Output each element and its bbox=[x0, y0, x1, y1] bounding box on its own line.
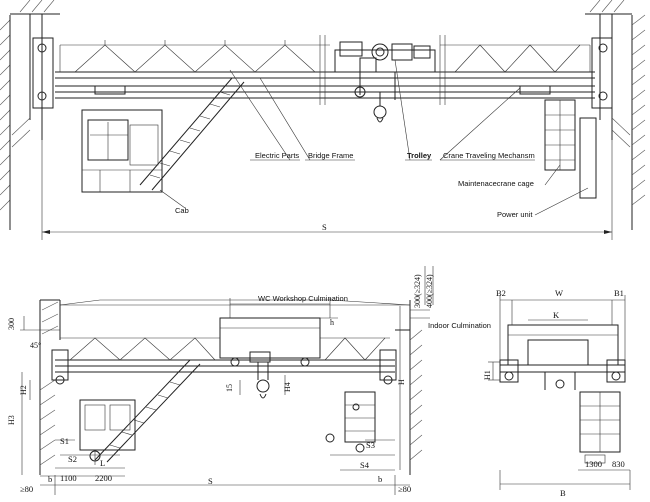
dim-h1-side: H1 bbox=[483, 370, 492, 380]
dim-h2: H2 bbox=[19, 385, 28, 395]
left-end-carriage bbox=[32, 37, 54, 109]
cab bbox=[81, 109, 163, 193]
span-dimension bbox=[41, 140, 613, 240]
leader-lines bbox=[159, 59, 589, 216]
side-trolley-box bbox=[507, 324, 619, 366]
dim-l: L bbox=[100, 458, 105, 468]
dim-h-small: h bbox=[330, 318, 334, 327]
left-wall-hatch bbox=[0, 0, 60, 230]
front-cab bbox=[79, 399, 136, 465]
dim-s4: S4 bbox=[360, 460, 370, 470]
label-indoor-culmination: Indoor Culmination bbox=[428, 321, 491, 330]
right-wheel-top bbox=[598, 43, 608, 53]
trolley-body bbox=[334, 41, 436, 123]
dim-s2: S2 bbox=[68, 454, 77, 464]
dim-80-left: ≥80 bbox=[20, 484, 33, 494]
front-view: WC Workshop Culmination Indoor Culminati… bbox=[7, 266, 491, 495]
front-right-wall bbox=[395, 300, 423, 475]
dim-15: 15 bbox=[225, 384, 234, 392]
dim-h: H bbox=[397, 379, 406, 385]
left-wheel-top bbox=[37, 43, 47, 53]
dim-830: 830 bbox=[612, 459, 625, 469]
dim-b: b bbox=[48, 474, 52, 484]
side-view: B2 W B1 K H1 1300 830 B bbox=[483, 288, 631, 498]
label-cage: Maintenacecrane cage bbox=[458, 179, 534, 188]
dim-b1: B1 bbox=[614, 288, 624, 298]
dim-side-b: B bbox=[560, 488, 566, 498]
right-wall-hatch bbox=[585, 0, 646, 230]
stair bbox=[139, 77, 245, 191]
label-wc-culmination: WC Workshop Culmination bbox=[258, 294, 348, 303]
dim-h4: H4 bbox=[283, 382, 292, 392]
label-crane-traveling: Crane Traveling Mechansm bbox=[443, 151, 535, 160]
dim-span: S bbox=[208, 476, 213, 486]
right-wheel-bottom bbox=[598, 91, 608, 101]
dim-k: K bbox=[553, 310, 560, 320]
front-dimensions bbox=[20, 266, 434, 495]
dim-v-300: 300(≥324) bbox=[413, 274, 422, 308]
label-cab: Cab bbox=[175, 206, 189, 215]
label-trolley: Trolley bbox=[407, 151, 432, 160]
dim-s1: S1 bbox=[60, 436, 69, 446]
front-girder bbox=[51, 337, 397, 385]
dim-80-right: ≥80 bbox=[398, 484, 411, 494]
front-cage bbox=[325, 391, 376, 453]
bridge-girder bbox=[55, 35, 595, 105]
dim-45: 45° bbox=[30, 341, 41, 350]
side-dimensions bbox=[488, 295, 631, 490]
span-label-top: S bbox=[322, 222, 327, 232]
left-wheel-bottom bbox=[37, 91, 47, 101]
dim-s3: S3 bbox=[366, 440, 375, 450]
maintenance-cage bbox=[544, 99, 597, 199]
dim-300: 300 bbox=[7, 318, 16, 330]
front-left-wall bbox=[39, 299, 61, 475]
dim-v-400: 400(≥324) bbox=[425, 274, 434, 308]
top-view: Electric Parts Bridge Frame Trolley Cran… bbox=[0, 0, 646, 240]
dim-h3: H3 bbox=[7, 415, 16, 425]
right-end-carriage bbox=[591, 37, 613, 109]
label-bridge-frame: Bridge Frame bbox=[308, 151, 353, 160]
dim-1300: 1300 bbox=[585, 459, 602, 469]
front-stair bbox=[94, 359, 201, 463]
dim-b2: B2 bbox=[496, 288, 506, 298]
front-trolley bbox=[219, 317, 321, 399]
dim-2200: 2200 bbox=[95, 473, 112, 483]
label-power-unit: Power unit bbox=[497, 210, 533, 219]
dim-b-right: b bbox=[378, 474, 382, 484]
label-electric-parts: Electric Parts bbox=[255, 151, 299, 160]
dim-1100: 1100 bbox=[60, 473, 77, 483]
dim-w: W bbox=[555, 288, 563, 298]
